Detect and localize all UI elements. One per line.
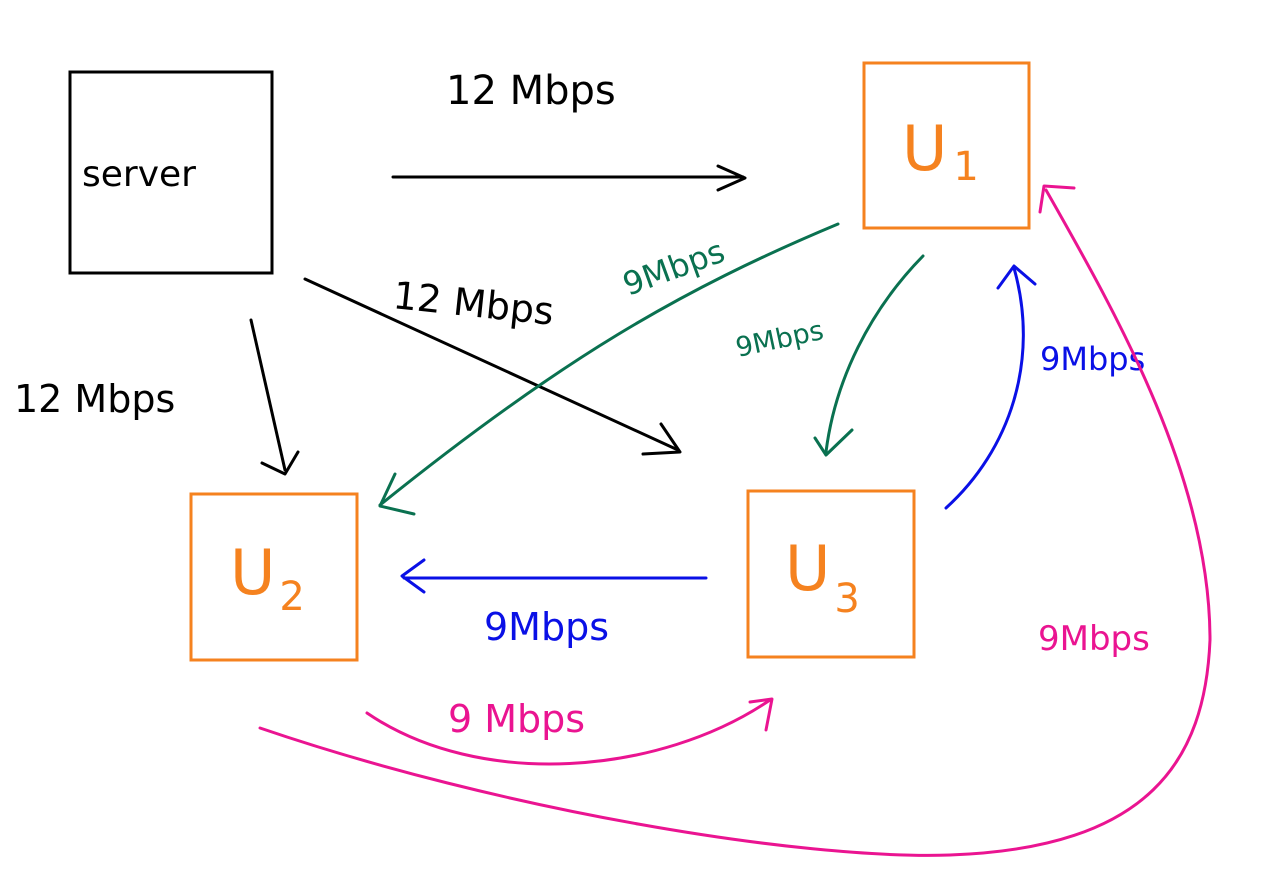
edge-label: 9Mbps xyxy=(1040,340,1145,378)
u3-box xyxy=(746,489,916,659)
edge-u1-u3: 9Mbps xyxy=(733,254,925,457)
edge-line xyxy=(378,222,840,507)
server-box xyxy=(68,70,274,275)
edge-u2-u1: 9Mbps xyxy=(258,184,1212,857)
server-label: server xyxy=(82,154,196,195)
edge-line xyxy=(249,318,287,472)
edge-label: 9Mbps xyxy=(618,232,730,304)
edge-line xyxy=(258,188,1212,857)
edge-server-u2: 12 Mbps xyxy=(14,318,300,476)
edge-u3-u2: 9Mbps xyxy=(400,558,708,649)
edge-label: 12 Mbps xyxy=(14,377,175,421)
server-node: server xyxy=(68,70,274,275)
u2-box xyxy=(189,492,359,662)
arrowhead-icon xyxy=(641,422,682,456)
arrowhead-icon xyxy=(813,428,854,457)
edge-server-u1: 12 Mbps xyxy=(391,68,747,192)
arrowhead-icon xyxy=(748,697,774,732)
arrowhead-icon xyxy=(378,472,416,516)
edge-line xyxy=(303,277,680,452)
edge-line xyxy=(365,698,772,766)
edge-server-u3: 12 Mbps xyxy=(303,273,682,456)
arrowhead-icon xyxy=(716,164,747,192)
edge-line xyxy=(944,266,1025,510)
edge-u2-u3: 9 Mbps xyxy=(365,697,774,766)
u1-box xyxy=(862,61,1031,230)
edge-label: 9 Mbps xyxy=(448,697,585,741)
edge-label: 12 Mbps xyxy=(446,68,616,114)
edge-u1-u2: 9Mbps xyxy=(378,222,840,516)
edge-line xyxy=(824,254,925,454)
edge-label: 9Mbps xyxy=(484,605,609,649)
edge-u3-u1: 9Mbps xyxy=(944,264,1145,510)
arrowhead-icon xyxy=(260,450,300,476)
edge-label: 9Mbps xyxy=(733,315,826,364)
arrowhead-icon xyxy=(1038,184,1076,214)
arrowhead-icon xyxy=(996,264,1037,290)
edge-label: 9Mbps xyxy=(1038,619,1150,659)
edge-label: 12 Mbps xyxy=(391,273,556,334)
arrowhead-icon xyxy=(400,558,426,594)
